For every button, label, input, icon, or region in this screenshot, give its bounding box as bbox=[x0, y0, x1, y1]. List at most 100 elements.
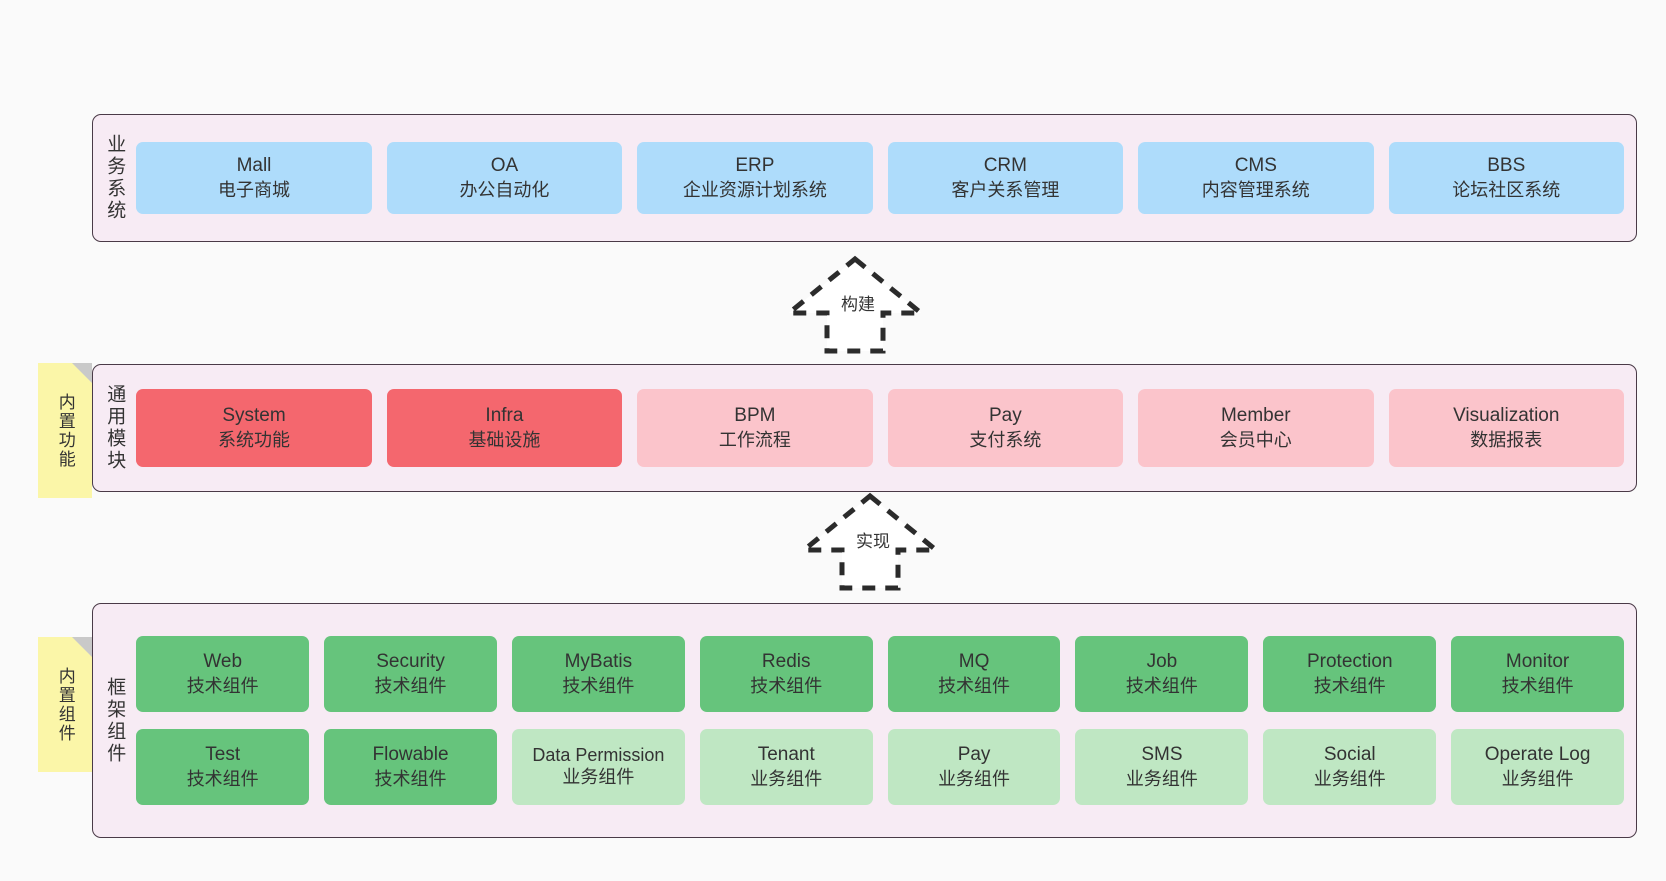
layer-common-modules: 通用模块 System 系统功能 Infra 基础设施 BPM 工作流程 Pay… bbox=[92, 364, 1637, 492]
layer-business-systems: 业务系统 Mall 电子商城 OA 办公自动化 ERP 企业资源计划系统 CRM… bbox=[92, 114, 1637, 242]
card-title-en: Data Permission bbox=[532, 744, 665, 765]
card-bpm[interactable]: BPM 工作流程 bbox=[637, 389, 873, 467]
card-operate-log[interactable]: Operate Log 业务组件 bbox=[1451, 729, 1625, 805]
card-title-en: Member bbox=[1220, 405, 1291, 427]
card-test[interactable]: Test 技术组件 bbox=[136, 729, 310, 805]
card-title-cn: 业务组件 bbox=[750, 768, 823, 789]
card-title-en: System bbox=[222, 405, 286, 427]
card-pay[interactable]: Pay 支付系统 bbox=[887, 389, 1124, 467]
card-title-en: CRM bbox=[983, 155, 1027, 177]
card-title-en: Security bbox=[376, 651, 445, 673]
card-title-cn: 技术组件 bbox=[1501, 675, 1574, 696]
card-title-en: Pay bbox=[988, 405, 1022, 427]
card-web[interactable]: Web 技术组件 bbox=[136, 636, 310, 712]
cards-area-common: System 系统功能 Infra 基础设施 BPM 工作流程 Pay 支付系统… bbox=[134, 365, 1636, 491]
card-title-cn: 办公自动化 bbox=[459, 179, 550, 200]
card-title-en: Pay bbox=[957, 744, 991, 766]
card-title-en: Mall bbox=[236, 155, 272, 177]
card-title-cn: 业务组件 bbox=[1313, 768, 1386, 789]
card-title-cn: 基础设施 bbox=[468, 429, 541, 450]
arrow-up-dashed-icon bbox=[781, 255, 929, 354]
card-title-en: CMS bbox=[1234, 155, 1277, 177]
card-title-en: MyBatis bbox=[564, 651, 633, 673]
card-title-cn: 业务组件 bbox=[1501, 768, 1574, 789]
card-cms[interactable]: CMS 内容管理系统 bbox=[1138, 142, 1374, 214]
arrow-up-dashed-icon bbox=[796, 492, 944, 591]
card-title-cn: 技术组件 bbox=[186, 768, 259, 789]
card-title-en: Monitor bbox=[1505, 651, 1570, 673]
card-mall[interactable]: Mall 电子商城 bbox=[136, 142, 372, 214]
card-title-en: Protection bbox=[1306, 651, 1393, 673]
card-mq[interactable]: MQ 技术组件 bbox=[887, 636, 1061, 712]
card-title-cn: 业务组件 bbox=[562, 767, 635, 788]
card-redis[interactable]: Redis 技术组件 bbox=[699, 636, 873, 712]
layer-title-common: 通用模块 bbox=[104, 384, 126, 472]
card-job[interactable]: Job 技术组件 bbox=[1075, 636, 1249, 712]
note-label: 内置功能 bbox=[55, 392, 75, 469]
card-title-cn: 技术组件 bbox=[374, 768, 447, 789]
card-title-en: MQ bbox=[958, 651, 990, 673]
card-title-en: Redis bbox=[761, 651, 811, 673]
card-title-en: Test bbox=[205, 744, 241, 766]
card-system[interactable]: System 系统功能 bbox=[136, 389, 372, 467]
note-builtin-components: 内置组件 bbox=[38, 637, 92, 772]
card-mybatis[interactable]: MyBatis 技术组件 bbox=[511, 636, 685, 712]
card-title-cn: 业务组件 bbox=[938, 768, 1011, 789]
card-title-en: SMS bbox=[1141, 744, 1183, 766]
card-visualization[interactable]: Visualization 数据报表 bbox=[1388, 389, 1624, 467]
card-oa[interactable]: OA 办公自动化 bbox=[386, 142, 623, 214]
card-member[interactable]: Member 会员中心 bbox=[1138, 389, 1374, 467]
card-bbs[interactable]: BBS 论坛社区系统 bbox=[1388, 142, 1624, 214]
card-title-cn: 会员中心 bbox=[1219, 429, 1292, 450]
card-title-cn: 数据报表 bbox=[1470, 429, 1543, 450]
card-title-en: OA bbox=[490, 155, 519, 177]
card-data-permission[interactable]: Data Permission 业务组件 bbox=[511, 729, 685, 805]
card-monitor[interactable]: Monitor 技术组件 bbox=[1451, 636, 1625, 712]
card-security[interactable]: Security 技术组件 bbox=[324, 636, 497, 712]
cards-area-framework: Web 技术组件 Security 技术组件 MyBatis 技术组件 Redi… bbox=[134, 604, 1636, 837]
card-title-cn: 系统功能 bbox=[217, 429, 290, 450]
card-title-cn: 技术组件 bbox=[938, 675, 1011, 696]
layer-title-business: 业务系统 bbox=[104, 134, 126, 222]
card-title-en: BPM bbox=[734, 405, 776, 427]
card-title-cn: 技术组件 bbox=[750, 675, 823, 696]
arrow-build bbox=[775, 255, 935, 355]
card-title-cn: 业务组件 bbox=[1125, 768, 1198, 789]
card-title-en: Web bbox=[203, 651, 243, 673]
card-pay-business[interactable]: Pay 业务组件 bbox=[887, 729, 1061, 805]
card-title-cn: 客户关系管理 bbox=[951, 179, 1060, 200]
cards-area-business: Mall 电子商城 OA 办公自动化 ERP 企业资源计划系统 CRM 客户关系… bbox=[134, 115, 1636, 241]
arrow-implement bbox=[790, 492, 950, 592]
card-title-en: Visualization bbox=[1453, 405, 1560, 427]
note-label: 内置组件 bbox=[55, 666, 75, 743]
note-builtin-features: 内置功能 bbox=[38, 363, 92, 498]
arrow-implement-label: 实现 bbox=[856, 532, 890, 551]
card-title-cn: 技术组件 bbox=[562, 675, 635, 696]
card-row: System 系统功能 Infra 基础设施 BPM 工作流程 Pay 支付系统… bbox=[136, 389, 1624, 467]
card-tenant[interactable]: Tenant 业务组件 bbox=[699, 729, 873, 805]
card-row: Mall 电子商城 OA 办公自动化 ERP 企业资源计划系统 CRM 客户关系… bbox=[136, 142, 1624, 214]
card-protection[interactable]: Protection 技术组件 bbox=[1263, 636, 1437, 712]
layer-title-framework: 框架组件 bbox=[104, 676, 126, 765]
card-social[interactable]: Social 业务组件 bbox=[1263, 729, 1437, 805]
card-crm[interactable]: CRM 客户关系管理 bbox=[887, 142, 1124, 214]
card-title-cn: 电子商城 bbox=[217, 179, 290, 200]
card-title-cn: 技术组件 bbox=[374, 675, 447, 696]
card-row: Web 技术组件 Security 技术组件 MyBatis 技术组件 Redi… bbox=[136, 636, 1625, 712]
card-title-cn: 内容管理系统 bbox=[1201, 179, 1310, 200]
card-sms[interactable]: SMS 业务组件 bbox=[1075, 729, 1249, 805]
card-flowable[interactable]: Flowable 技术组件 bbox=[324, 729, 497, 805]
card-title-cn: 企业资源计划系统 bbox=[682, 179, 827, 200]
arrow-build-label: 构建 bbox=[841, 295, 875, 314]
card-title-cn: 技术组件 bbox=[186, 675, 259, 696]
card-title-cn: 工作流程 bbox=[718, 429, 791, 450]
layer-framework-components: 框架组件 Web 技术组件 Security 技术组件 MyBatis 技术组件… bbox=[92, 603, 1637, 838]
card-title-en: Tenant bbox=[757, 744, 815, 766]
card-erp[interactable]: ERP 企业资源计划系统 bbox=[637, 142, 873, 214]
card-infra[interactable]: Infra 基础设施 bbox=[386, 389, 623, 467]
card-title-en: Social bbox=[1323, 744, 1376, 766]
card-title-en: BBS bbox=[1487, 155, 1526, 177]
card-title-en: Operate Log bbox=[1484, 744, 1591, 766]
card-title-cn: 技术组件 bbox=[1313, 675, 1386, 696]
